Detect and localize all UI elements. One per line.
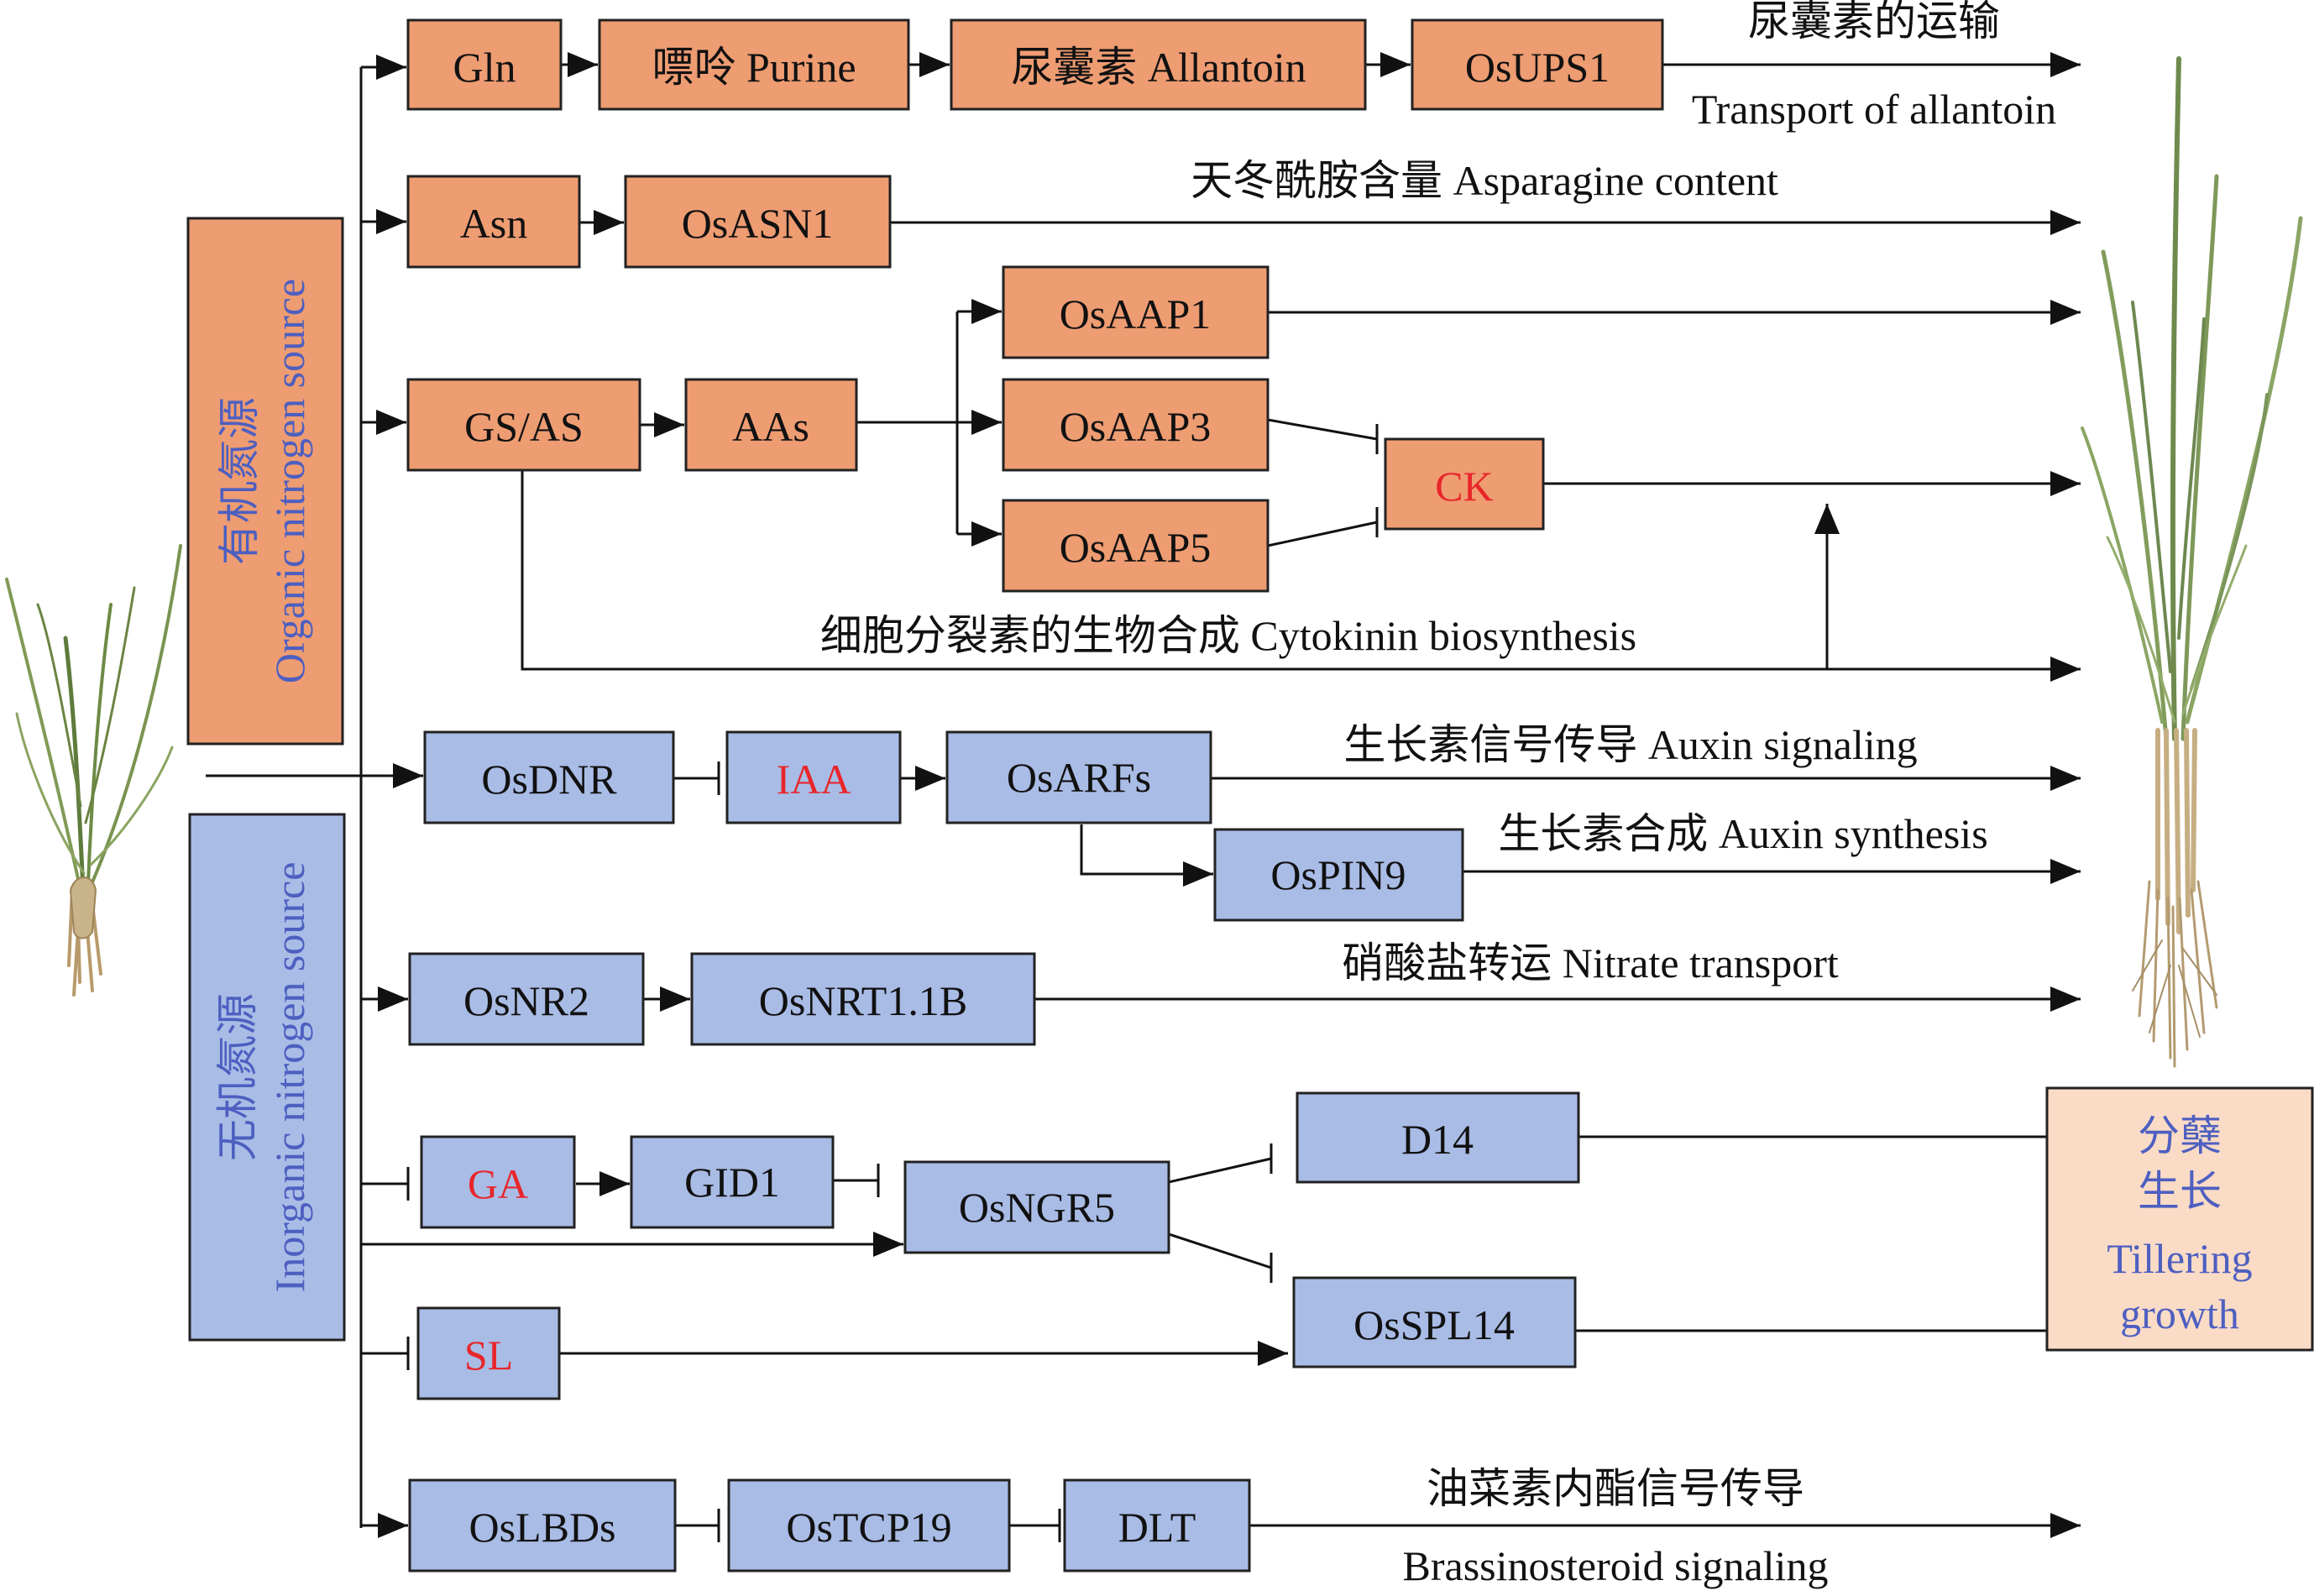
tillering-growth-labels: 分蘖 生长 Tillering growth: [2107, 1112, 2252, 1337]
inorganic-nodes: [408, 730, 1580, 1572]
label-allantoin-transport-en: Transport of allantoin: [1692, 86, 2056, 133]
tillering-label-en-2: growth: [2120, 1290, 2239, 1337]
node-sl: SL: [464, 1332, 513, 1379]
tillering-label-zh-1: 分蘖: [2138, 1112, 2222, 1159]
inorganic-source-label-zh: 无机氮源: [214, 993, 261, 1161]
node-osups1: OsUPS1: [1465, 44, 1610, 91]
label-auxin-synthesis: 生长素合成 Auxin synthesis: [1498, 810, 1987, 857]
small-rice-plant-icon: [5, 544, 182, 997]
node-osarfs: OsARFs: [1007, 754, 1151, 801]
label-cytokinin-biosynthesis: 细胞分裂素的生物合成 Cytokinin biosynthesis: [820, 612, 1636, 659]
organic-nodes: [406, 18, 1664, 593]
node-ospin9: OsPIN9: [1270, 851, 1406, 898]
label-asparagine-content: 天冬酰胺含量 Asparagine content: [1191, 157, 1778, 204]
activation-arrows: [206, 52, 2081, 1538]
node-purine: 嘌呤 Purine: [652, 44, 856, 91]
node-ga: GA: [468, 1160, 528, 1207]
tillering-label-zh-2: 生长: [2138, 1168, 2222, 1215]
node-osngr5: OsNGR5: [959, 1184, 1115, 1231]
node-osdnr: OsDNR: [481, 756, 617, 803]
node-oslbds: OsLBDs: [469, 1504, 615, 1551]
pathway-labels: 尿囊素的运输 Transport of allantoin 天冬酰胺含量 Asp…: [820, 0, 2056, 1589]
node-ck: CK: [1435, 463, 1493, 510]
inorganic-source-label-en: Inorganic nitrogen source: [266, 862, 313, 1293]
label-nitrate-transport: 硝酸盐转运 Nitrate transport: [1342, 939, 1839, 986]
node-osnrt11b: OsNRT1.1B: [759, 977, 967, 1024]
node-aas: AAs: [732, 403, 809, 450]
node-gln: Gln: [453, 44, 516, 91]
label-auxin-signaling: 生长素信号传导 Auxin signaling: [1343, 721, 1917, 768]
node-labels: Gln 嘌呤 Purine 尿囊素 Allantoin OsUPS1 Asn O…: [453, 44, 1610, 1551]
node-osasn1: OsASN1: [682, 200, 834, 247]
organic-source-label-zh: 有机氮源: [216, 397, 263, 565]
inhibition-lines: [361, 418, 2049, 1542]
node-osaap3: OsAAP3: [1060, 403, 1212, 450]
label-allantoin-transport-zh: 尿囊素的运输: [1748, 0, 2000, 44]
node-allantoin: 尿囊素 Allantoin: [1011, 44, 1306, 91]
organic-source-box: 有机氮源 Organic nitrogen source: [186, 217, 344, 746]
node-d14: D14: [1401, 1116, 1474, 1163]
tillering-label-en-1: Tillering: [2107, 1235, 2252, 1282]
node-ostcp19: OsTCP19: [786, 1504, 951, 1551]
organic-source-label-en: Organic nitrogen source: [266, 279, 313, 683]
node-dlt: DLT: [1118, 1504, 1196, 1551]
tillering-growth-box: [2045, 1086, 2314, 1352]
node-gid1: GID1: [684, 1159, 780, 1206]
node-gs-as: GS/AS: [464, 403, 584, 450]
inorganic-source-box: 无机氮源 Inorganic nitrogen source: [188, 813, 346, 1342]
node-iaa: IAA: [777, 756, 851, 803]
label-brassinosteroid-zh: 油菜素内酯信号传导: [1427, 1465, 1804, 1512]
label-brassinosteroid-en: Brassinosteroid signaling: [1403, 1542, 1829, 1589]
node-osnr2: OsNR2: [463, 977, 589, 1024]
node-osaap5: OsAAP5: [1060, 524, 1212, 571]
node-osspl14: OsSPL14: [1353, 1301, 1515, 1348]
node-osaap1: OsAAP1: [1060, 290, 1212, 338]
large-rice-plant-icon: [2081, 56, 2303, 1068]
node-asn: Asn: [460, 200, 528, 247]
